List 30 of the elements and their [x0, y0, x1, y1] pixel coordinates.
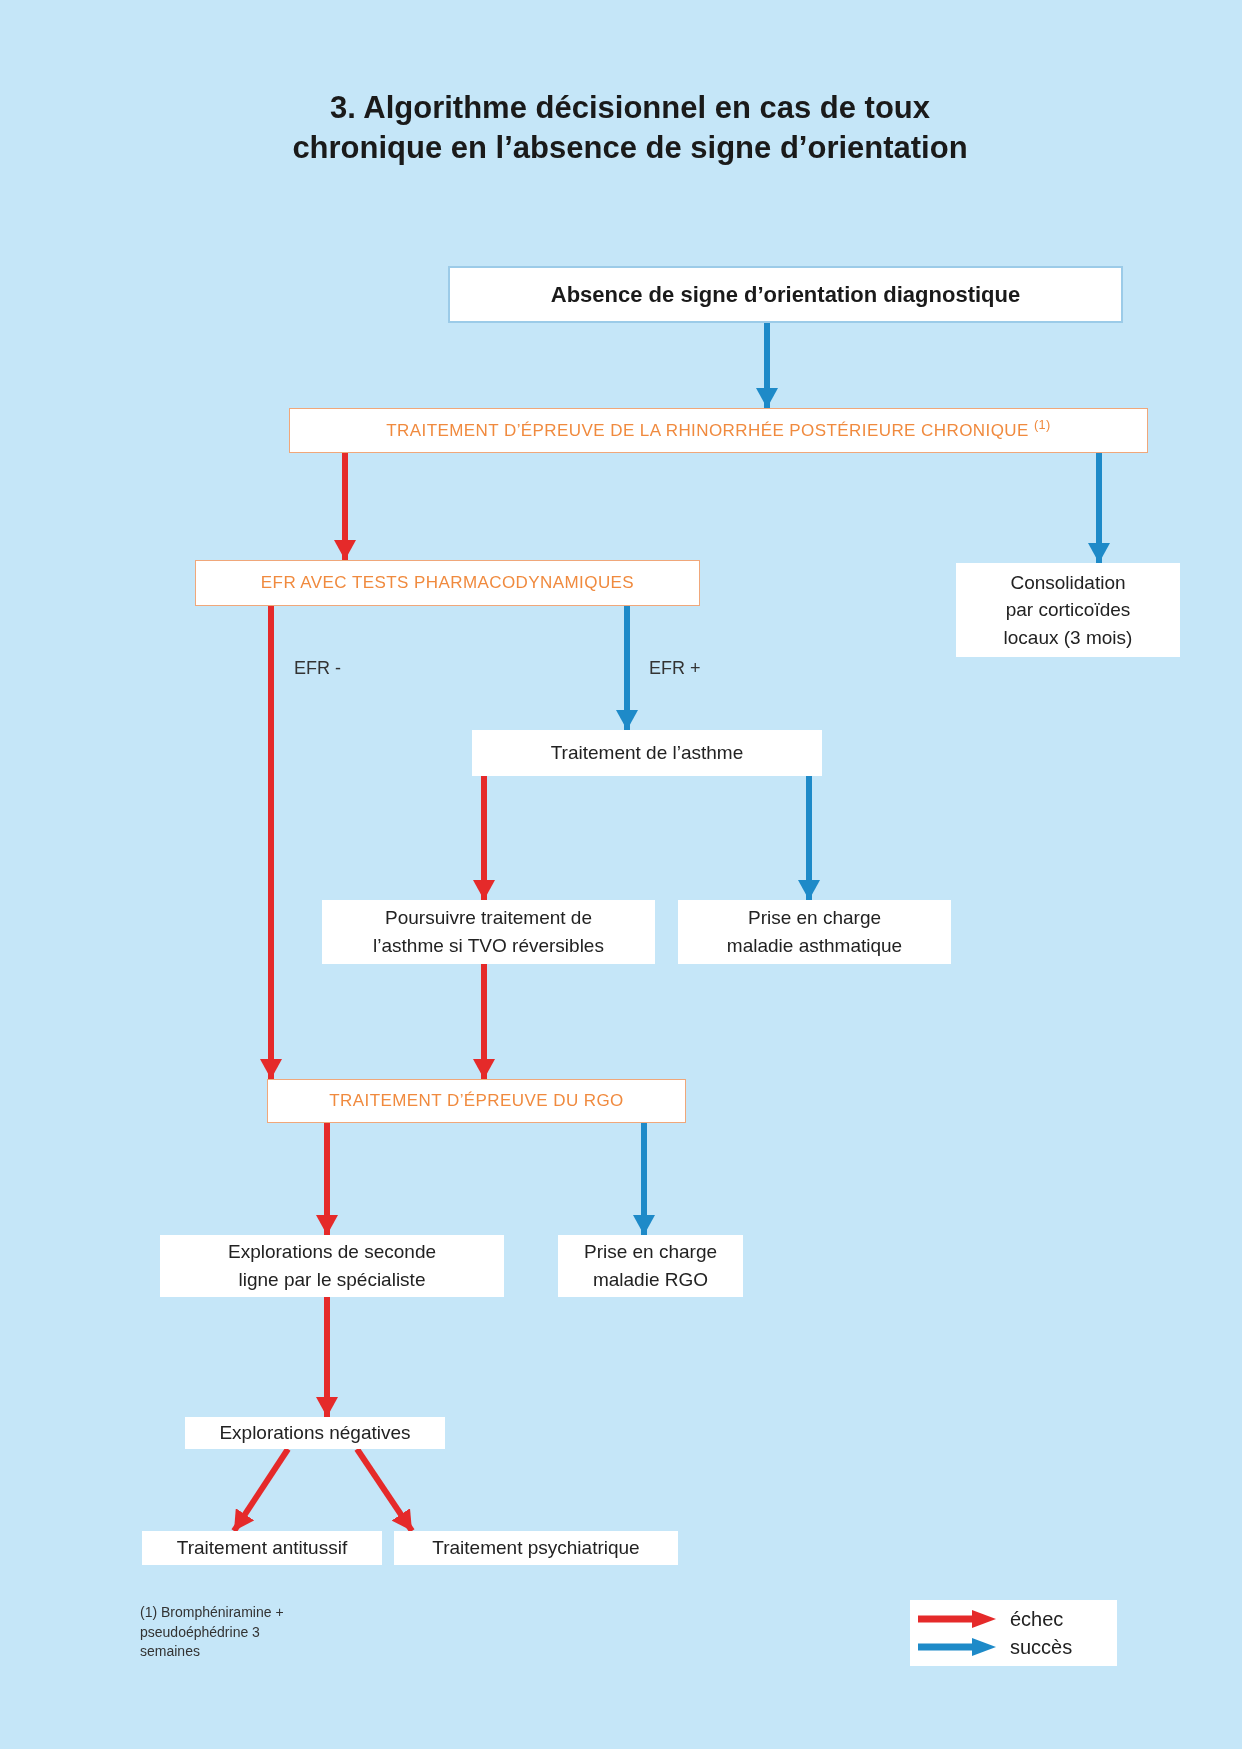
process-box: Prise en charge maladie RGO: [558, 1235, 743, 1297]
arrow: [756, 323, 778, 408]
arrow: [473, 964, 495, 1079]
arrow: [616, 606, 638, 730]
title: 3. Algorithme décisionnel en cas de toux chronique en l’absence de signe d’orientation: [291, 89, 969, 168]
process-box: TRAITEMENT D’ÉPREUVE DE LA RHINORRHÉE POSTÉRIEURE CHRONIQUE $^{(1)}$: [289, 408, 1148, 453]
arrow: [354, 1447, 415, 1533]
process-box: EFR AVEC TESTS PHARMACODYNAMIQUES: [195, 560, 700, 606]
arrow: [316, 1297, 338, 1417]
process-box: Prise en charge maladie asthmatique: [678, 900, 951, 964]
legend-label: échec: [1010, 1607, 1064, 1632]
arrow: [334, 453, 356, 560]
arrow: [316, 1123, 338, 1235]
process-box: Explorations négatives: [185, 1417, 445, 1449]
arrow: [260, 606, 282, 1079]
footnote: (1) Bromphéniramine + pseudoéphédrine 3 semaines: [140, 1603, 285, 1662]
process-box: Traitement antitussif: [142, 1531, 382, 1565]
arrow: [231, 1447, 291, 1533]
process-box: Consolidation par corticoïdes locaux (3 mois): [956, 563, 1180, 657]
arrow: [633, 1123, 655, 1235]
arrow: [798, 776, 820, 900]
process-box: Traitement de l’asthme: [472, 730, 822, 776]
process-box: TRAITEMENT D’ÉPREUVE DU RGO: [267, 1079, 686, 1123]
arrow: [473, 776, 495, 900]
process-box: Traitement psychiatrique: [394, 1531, 678, 1565]
legend-label: succès: [1010, 1635, 1073, 1660]
process-box: Explorations de seconde ligne par le spécialiste: [160, 1235, 504, 1297]
process-box: Poursuivre traitement de l’asthme si TVO réversibles: [322, 900, 655, 964]
process-box: Absence de signe d’orientation diagnostique: [448, 266, 1123, 323]
arrow: [1088, 453, 1110, 563]
